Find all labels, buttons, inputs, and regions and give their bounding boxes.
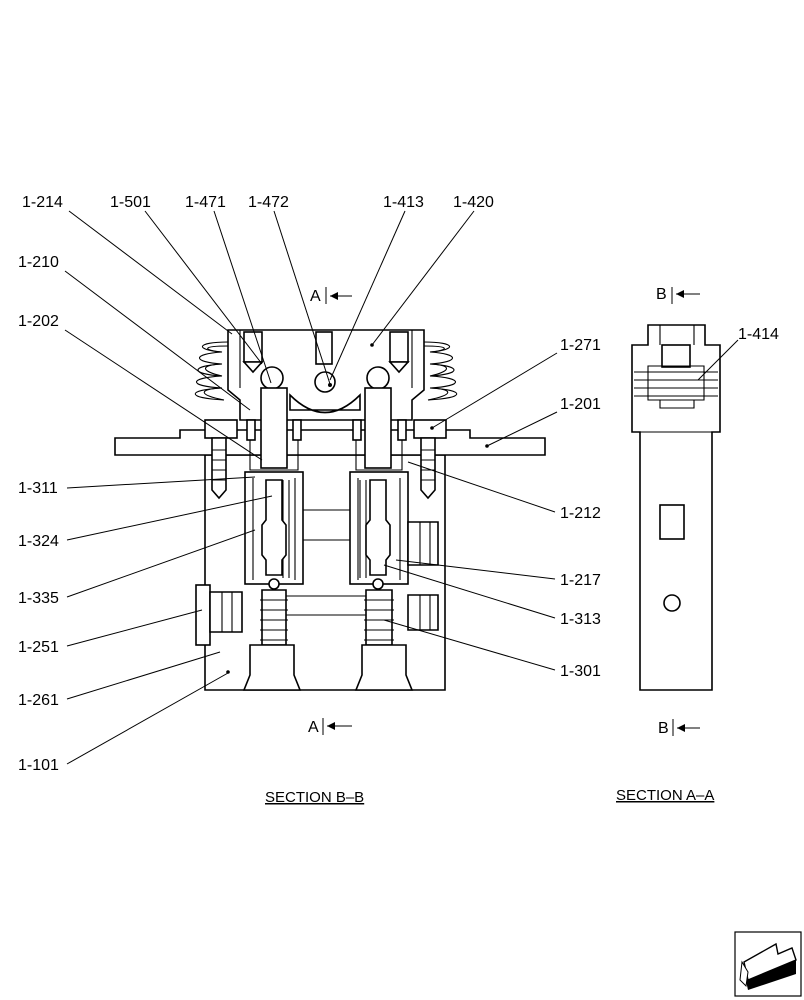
callout-1-210: 1-210 [18, 254, 59, 271]
callout-1-501: 1-501 [110, 194, 151, 211]
section-marker-b-top: B [656, 286, 667, 303]
right-bellows [423, 341, 458, 401]
callout-1-414: 1-414 [738, 326, 779, 343]
callout-1-413: 1-413 [383, 194, 424, 211]
callout-1-335: 1-335 [18, 590, 59, 607]
callout-1-471: 1-471 [185, 194, 226, 211]
callout-1-271: 1-271 [560, 337, 601, 354]
left-bellows [194, 341, 229, 401]
callout-1-324: 1-324 [18, 533, 59, 550]
callout-1-313: 1-313 [560, 611, 601, 628]
callout-1-261: 1-261 [18, 692, 59, 709]
callout-1-217: 1-217 [560, 572, 601, 589]
callout-1-101: 1-101 [18, 757, 59, 774]
callout-1-251: 1-251 [18, 639, 59, 656]
callout-1-420: 1-420 [453, 194, 494, 211]
callout-1-202: 1-202 [18, 313, 59, 330]
callout-1-212: 1-212 [560, 505, 601, 522]
callout-1-311: 1-311 [18, 480, 58, 497]
callout-1-201: 1-201 [560, 396, 601, 413]
callout-1-472: 1-472 [248, 194, 289, 211]
section-marker-a-top: A [310, 288, 321, 305]
callout-1-301: 1-301 [560, 663, 601, 680]
section-marker-b-bottom: B [658, 720, 669, 737]
section-bb-drawing [64, 210, 558, 765]
section-aa-title: SECTION A–A [616, 787, 714, 804]
section-bb-title: SECTION B–B [265, 789, 364, 806]
callout-1-214: 1-214 [22, 194, 63, 211]
section-marker-a-bottom: A [308, 719, 319, 736]
section-aa-drawing [631, 287, 739, 736]
next-page-arrow-icon[interactable] [734, 931, 802, 997]
